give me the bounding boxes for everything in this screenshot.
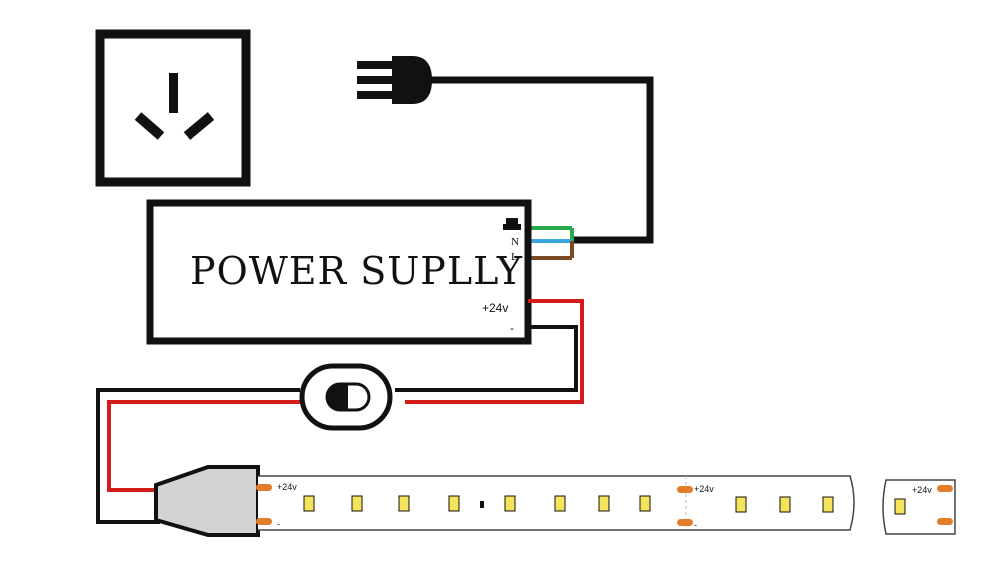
led-chip	[639, 495, 651, 512]
output-negative-label: -	[510, 321, 514, 335]
solder-pad	[677, 519, 693, 526]
led-chip	[598, 495, 610, 512]
led-chip	[351, 495, 363, 512]
strip-positive-label: +24v	[277, 482, 297, 492]
positive-output-wire	[405, 299, 584, 404]
output-positive-label: +24v	[482, 301, 508, 315]
plug-icon	[357, 56, 432, 104]
socket-slot-left	[134, 112, 165, 140]
wall-socket	[95, 29, 251, 187]
solder-pad	[677, 486, 693, 493]
led-chip	[822, 496, 834, 513]
negative-strip-wire	[96, 388, 300, 524]
power-supply-title: POWER SUPLLY	[190, 249, 523, 293]
led-chip	[735, 496, 747, 513]
solder-pad	[937, 485, 953, 492]
positive-strip-wire	[107, 400, 300, 492]
led-chip	[504, 495, 516, 512]
strip-negative-label: -	[694, 520, 697, 530]
solder-pads	[256, 484, 953, 526]
led-chip	[448, 495, 460, 512]
solder-pad	[256, 484, 272, 491]
strip-negative-label: -	[277, 519, 280, 529]
inline-switch	[299, 363, 393, 431]
strip-positive-label: +24v	[912, 485, 932, 495]
led-chip	[779, 496, 791, 513]
led-chip	[303, 495, 315, 512]
strip-connector	[154, 465, 260, 537]
switch-toggle-icon	[327, 384, 348, 410]
socket-slot-right	[183, 112, 215, 140]
input-n-label: N	[511, 236, 519, 248]
solder-pad	[937, 518, 953, 525]
mains-cable	[430, 76, 654, 244]
led-chip	[554, 495, 566, 512]
led-chip	[398, 495, 410, 512]
negative-output-wire	[395, 325, 578, 392]
led-resistor	[480, 501, 484, 508]
power-supply: POWER SUPLLY N L +24v -	[146, 199, 532, 345]
led-chips	[303, 495, 906, 515]
input-l-label: L	[511, 251, 518, 263]
strip-positive-label: +24v	[694, 484, 714, 494]
ground-symbol-icon	[503, 218, 521, 230]
led-chip	[894, 498, 906, 515]
solder-pad	[256, 518, 272, 525]
socket-slot-top	[169, 73, 178, 113]
